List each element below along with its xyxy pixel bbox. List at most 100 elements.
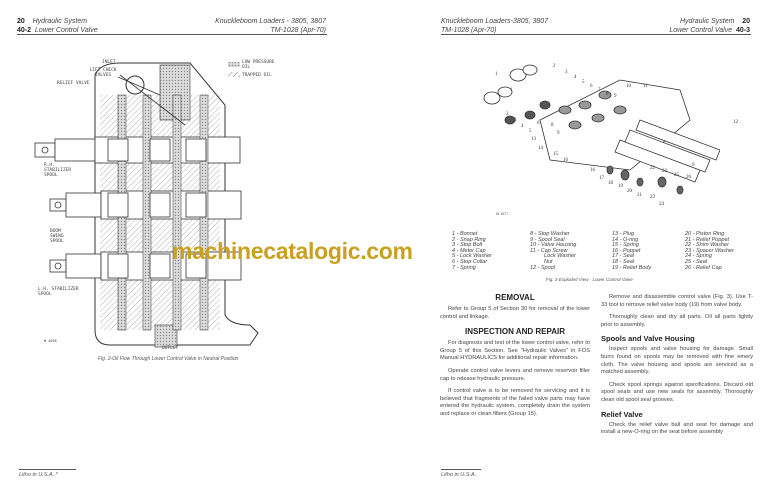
left-page-header: 20 Hydraulic System 40-2 Lower Control V… — [17, 17, 98, 35]
part-callout: 2 — [506, 112, 509, 117]
watermark: machinecatalogic.com — [172, 238, 413, 264]
page-number: 20 — [742, 18, 750, 25]
part-callout: 24 — [659, 202, 664, 207]
part-item: 17 - Seal — [612, 253, 635, 260]
part-callout: 9 — [692, 163, 695, 168]
right-book-info: Knuckleboom Loaders-3805, 3807 TM-1028 (… — [441, 17, 548, 35]
inspection-paragraph-1: For diagnosis and test of the lower cont… — [440, 340, 590, 362]
footer-rule — [441, 469, 481, 470]
tm-number: TM-1028 (Apr-70) — [270, 27, 326, 34]
part-item: 14 - O-ring — [612, 236, 639, 243]
part-item: 2 - Snap Ring — [452, 236, 486, 243]
spools-heading: Spools and Valve Housing — [601, 334, 695, 344]
part-item: 18 - Seal — [612, 258, 635, 265]
part-callout: 9 — [557, 131, 560, 136]
figure-code: W 1677 — [496, 212, 509, 216]
left-book-info: Knuckleboom Loaders - 3805, 3807 TM-1028… — [215, 17, 326, 35]
section-number: 40-2 — [17, 27, 32, 34]
part-callout: 22 — [650, 166, 655, 171]
spools-paragraph-2: Check spool springs against specificatio… — [601, 381, 753, 403]
part-callout: 12 — [733, 120, 738, 125]
part-item: 12 - Spool — [530, 264, 556, 271]
right-footer: Litho in U.S.A. — [441, 472, 477, 478]
removal-heading: REMOVAL — [495, 293, 535, 302]
part-item: 6 - Stop Collar — [452, 258, 488, 265]
part-callout: 3 — [565, 70, 568, 75]
header-rule — [441, 34, 751, 35]
part-callout: 10 — [626, 84, 631, 89]
label-inlet: INLET — [102, 60, 116, 65]
part-callout: 4 — [521, 124, 524, 129]
header-rule — [17, 34, 327, 35]
text-column-left: REMOVAL Refer to Group 5 of Section 30 f… — [440, 293, 590, 424]
label-lh-stabilizer-spool: L.H. STABILIZER SPOOL — [38, 287, 79, 297]
part-callout: 23 — [650, 195, 655, 200]
part-item: 23 - Spacer Washer — [685, 247, 734, 254]
left-footer: Litho in U.S.A. * — [19, 472, 58, 478]
label-outlet: OUTLET — [162, 346, 179, 351]
part-callout: 20 — [627, 189, 632, 194]
oil-flow-diagram — [34, 62, 259, 348]
removal-paragraph: Refer to Group 5 of Section 30 for remov… — [440, 306, 590, 320]
part-callout: 21 — [637, 193, 642, 198]
section-title: Hydraulic System — [32, 18, 88, 25]
section-title: Hydraulic System — [679, 18, 735, 25]
part-callout: 3 — [514, 118, 517, 123]
book-title: Knuckleboom Loaders - 3805, 3807 — [215, 18, 326, 25]
part-item: 25 - Seal — [685, 258, 708, 265]
part-item: 15 - Spring — [612, 242, 639, 249]
spools-paragraph-1: Inspect spools and valve housing for dam… — [601, 346, 753, 376]
part-callout: 18 — [608, 181, 613, 186]
right-page-header: Hydraulic System 20 Lower Control Valve … — [669, 17, 750, 35]
part-callout: 1 — [495, 72, 498, 77]
part-callout: 13 — [531, 137, 536, 142]
part-callout: 5 — [582, 80, 585, 85]
disassembly-paragraph: Remove and disassemble control valve (Fi… — [601, 294, 753, 308]
part-callout: 9 — [614, 94, 617, 99]
part-item: 13 - Plug — [612, 231, 635, 237]
inspection-paragraph-3: If control valve is to be removed for se… — [440, 388, 590, 417]
text-column-right: Remove and disassemble control valve (Fi… — [601, 294, 753, 442]
exploded-view-diagram — [483, 64, 720, 195]
rh-stabilizer-spool — [34, 136, 241, 164]
part-callout: 7 — [598, 88, 601, 93]
part-item: Lock Washer — [544, 253, 576, 260]
part-callout: 4 — [574, 75, 577, 80]
figure-2-caption: Fig. 2-Oil Flow Through Lower Control Va… — [98, 356, 239, 362]
part-item: 11 - Cap Screw — [530, 247, 568, 254]
page-number: 20 — [17, 18, 25, 25]
label-lift-check-valves: LIFT CHECK VALVES — [89, 68, 117, 78]
label-rh-stabilizer-spool: R.H. STABILIZER SPOOL — [44, 163, 72, 178]
subsection-title: Lower Control Valve — [34, 27, 98, 34]
label-relief-valve: RELIEF VALVE — [57, 81, 90, 86]
part-item: 4 - Meter Cap — [452, 247, 486, 254]
part-item: 21 - Relief Poppet — [685, 236, 730, 243]
inspection-heading: INSPECTION AND REPAIR — [464, 327, 565, 337]
part-item: 26 - Relief Cap — [685, 264, 722, 271]
part-item: 3 - Stop Bolt — [452, 242, 483, 249]
section-number: 40-3 — [735, 27, 750, 34]
part-item: 16 - Poppet — [612, 247, 641, 254]
part-item: 20 - Piston Ring — [685, 231, 725, 237]
part-item: Nut — [544, 258, 553, 265]
tm-number: TM-1028 (Apr-70) — [441, 27, 497, 34]
relief-valve-paragraph: Check the relief valve ball and seat for… — [601, 421, 753, 436]
part-callout: 22 — [662, 169, 667, 174]
part-callout: 25 — [674, 173, 679, 178]
part-callout: 14 — [538, 146, 543, 151]
part-callout: 1 — [510, 88, 513, 93]
part-item: 5 - Lock Washer — [452, 253, 492, 260]
book-title: Knuckleboom Loaders-3805, 3807 — [441, 18, 549, 25]
part-item: 9 - Spool Seal — [530, 236, 565, 243]
part-callout: 6 — [590, 84, 593, 89]
subsection-title: Lower Control Valve — [669, 27, 733, 34]
label-boom-swing-spool: BOOM SWING SPOOL — [50, 229, 64, 244]
part-item: 24 - Spring — [685, 253, 712, 260]
relief-valve-heading: Relief Valve — [601, 409, 643, 419]
part-callout: 11 — [643, 84, 648, 89]
part-item: 10 - Valve Housing — [530, 242, 577, 249]
